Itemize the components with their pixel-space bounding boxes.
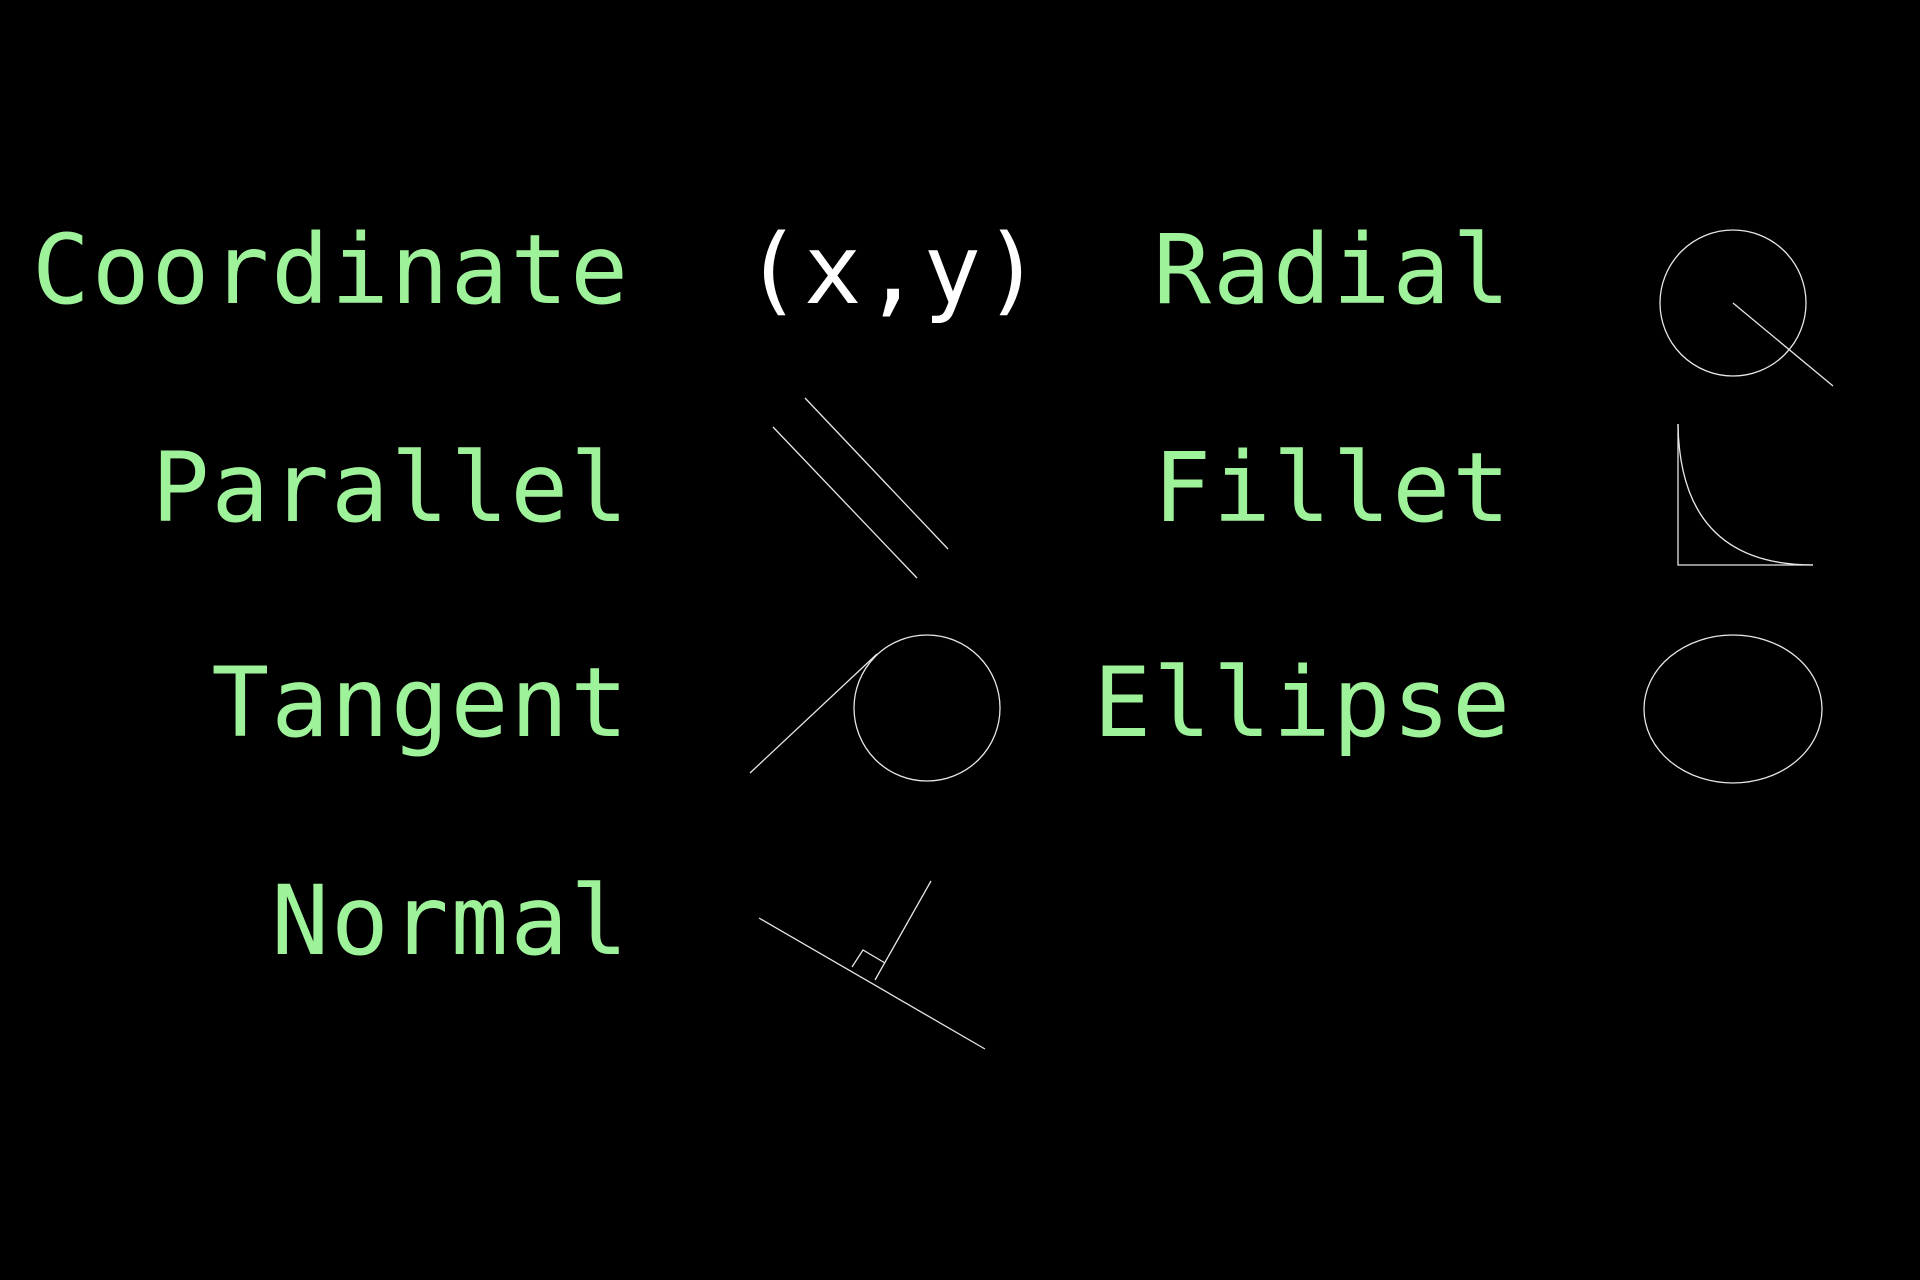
tangent-circle-icon bbox=[749, 634, 1001, 782]
coordinate-symbol: (x,y) bbox=[744, 214, 1043, 326]
normal-perpendicular-icon bbox=[758, 880, 986, 1050]
label-normal: Normal bbox=[271, 865, 630, 977]
label-parallel: Parallel bbox=[151, 432, 630, 544]
label-ellipse: Ellipse bbox=[1093, 647, 1512, 759]
label-tangent: Tangent bbox=[211, 647, 630, 759]
label-fillet: Fillet bbox=[1153, 432, 1512, 544]
label-coordinate: Coordinate bbox=[32, 214, 630, 326]
ellipse-icon bbox=[1643, 634, 1823, 784]
label-radial: Radial bbox=[1153, 214, 1512, 326]
fillet-corner-icon bbox=[1677, 423, 1814, 566]
radial-circle-icon bbox=[1659, 229, 1834, 387]
parallel-lines-icon bbox=[772, 397, 949, 579]
